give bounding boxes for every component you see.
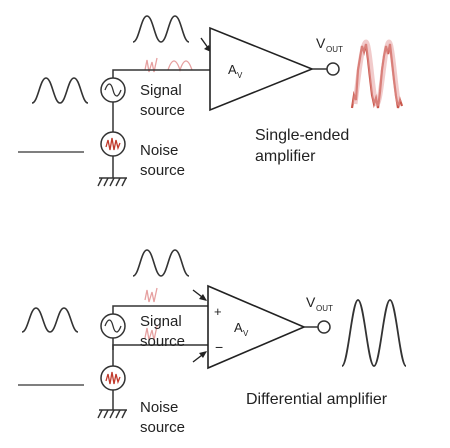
top-noise-source-line2: source [140,162,185,179]
noise-source-icon [100,131,126,157]
top-caption-line2: amplifier [255,148,316,165]
ground-icon [97,177,127,187]
bottom-plus-wire [112,305,208,314]
bottom-noise-squiggle-lower [144,325,158,341]
bottom-output-terminal [317,320,331,334]
bottom-noise-source-line1: Noise [140,399,178,416]
noise-source-icon [100,365,126,391]
sine-source-icon [100,313,126,339]
sine-source-icon [100,77,126,103]
top-output-terminal [326,62,340,76]
bottom-gain-label: A [234,320,243,335]
bottom-noise-squiggle-upper [144,287,158,303]
ground-icon [97,409,127,419]
top-signal-wire [112,69,210,78]
bottom-signal-source-line1: Signal [140,313,182,330]
single-ended-section: A V V OUT Signal source Noise source Sin… [18,15,404,187]
bottom-noise-source-line2: source [140,419,185,436]
top-gain-label: A [228,62,237,77]
bottom-signal-source-line2: source [140,333,185,350]
input-signal-waveform [31,77,89,104]
amp-input-waveform-top [132,15,190,43]
bottom-vout-label: V [306,294,316,310]
top-signal-source-line1: Signal [140,82,182,99]
top-caption-line1: Single-ended [255,127,349,144]
bottom-input-signal-waveform [21,307,79,333]
top-vout-subscript: OUT [326,45,343,54]
amp-input-waveform-bottom [132,249,190,277]
bottom-vout-subscript: OUT [316,304,333,313]
bottom-gain-subscript: V [243,329,249,338]
bottom-output-clean-waveform [341,299,407,367]
bottom-plus-sign: + [214,304,222,319]
top-gain-subscript: V [237,71,243,80]
top-signal-source-line2: source [140,102,185,119]
top-vout-label: V [316,35,326,51]
differential-section: + − A V V OUT Signal source Noise source… [18,249,407,436]
opamp-triangle-icon [207,284,307,370]
bottom-minus-sign: − [215,339,223,355]
bottom-caption: Differential amplifier [246,391,388,408]
top-noise-source-line1: Noise [140,142,178,159]
opamp-triangle-icon [209,26,315,112]
